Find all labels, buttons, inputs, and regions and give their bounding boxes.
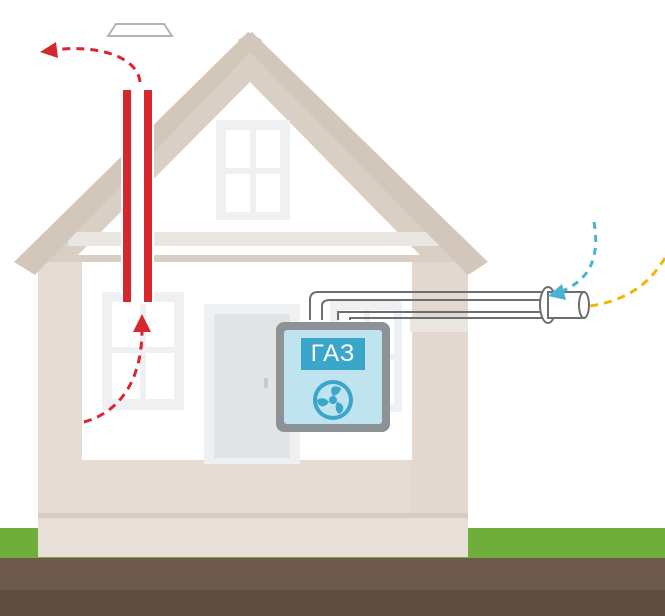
exhaust-arrow-bottom [83, 329, 144, 424]
house-foundation [38, 515, 468, 557]
exhaust-arrowhead-bottom [133, 314, 151, 332]
flue-cap [106, 23, 174, 37]
coaxial-flue [309, 291, 548, 320]
attic-window [216, 120, 290, 220]
roof-edge-right [238, 32, 488, 275]
flue-pipe-left [123, 90, 131, 302]
exhaust-arrow-top [53, 47, 142, 83]
flue-pipe-right [144, 90, 152, 302]
intake-arrowhead-blue [548, 284, 566, 300]
chimney-flue [121, 88, 154, 304]
house [14, 32, 488, 557]
unit-label: ГАЗ [301, 338, 365, 370]
intake-arrow-blue [559, 221, 598, 294]
fan-icon [313, 380, 353, 420]
exhaust-arrows [53, 47, 144, 424]
eave-beam [68, 232, 444, 246]
flue-terminal [539, 286, 590, 324]
intake-arrow-yellow [589, 257, 665, 308]
exhaust-arrowhead-top [40, 42, 58, 58]
left-window [102, 292, 184, 410]
